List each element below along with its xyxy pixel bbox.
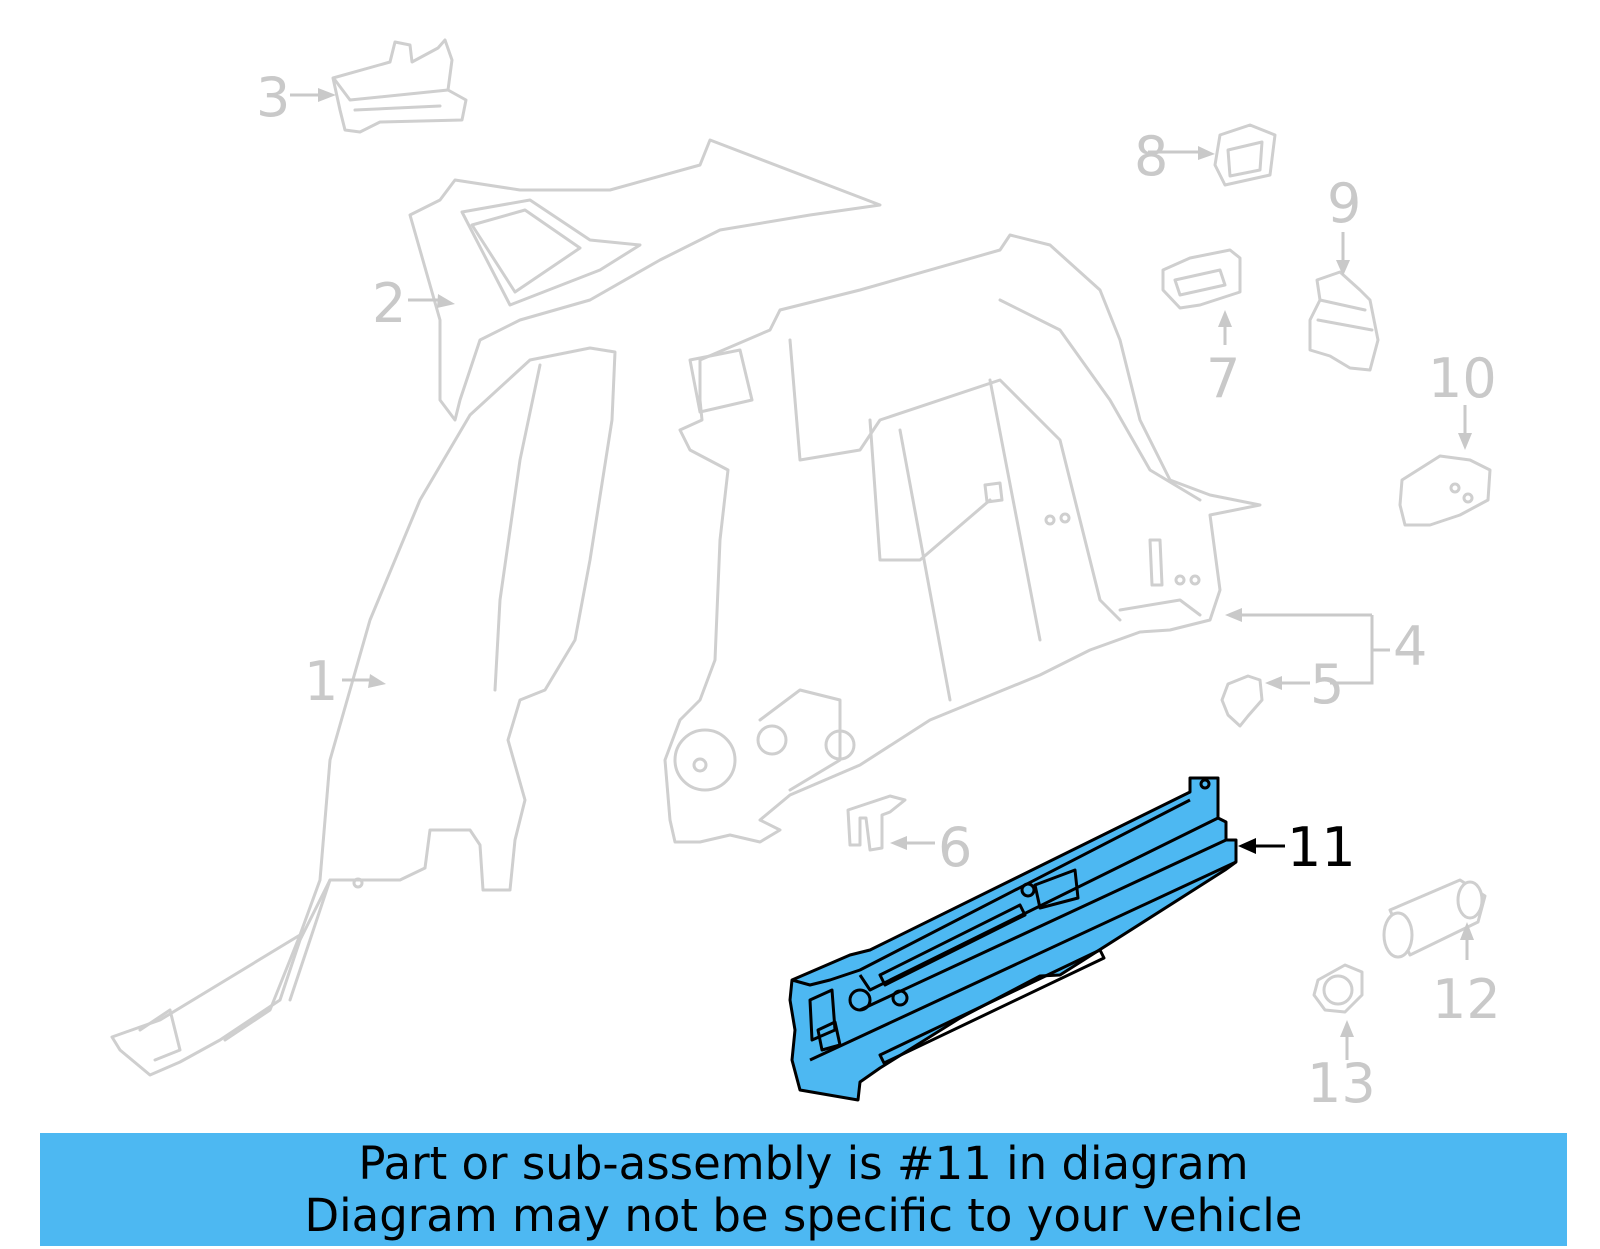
banner-line-disclaimer: Diagram may not be specific to your vehi… bbox=[304, 1188, 1303, 1242]
part-2-upper-trim bbox=[408, 138, 882, 422]
part-5-grommet bbox=[1220, 674, 1264, 728]
callout-6: 6 bbox=[938, 816, 972, 879]
part-9-bracket bbox=[1308, 270, 1380, 372]
banner-line-part-number: Part or sub-assembly is #11 in diagram bbox=[358, 1136, 1249, 1190]
part-13-plug bbox=[1312, 963, 1364, 1014]
callout-12: 12 bbox=[1432, 968, 1501, 1031]
part-8-bracket bbox=[1213, 123, 1277, 187]
part-12-bushing bbox=[1382, 878, 1487, 959]
callout-2: 2 bbox=[372, 272, 406, 335]
callout-13: 13 bbox=[1307, 1052, 1376, 1115]
callout-8: 8 bbox=[1134, 125, 1168, 188]
part-4-inner-quarter-panel bbox=[663, 233, 1262, 844]
callout-9: 9 bbox=[1327, 172, 1361, 235]
part-7-connector bbox=[1161, 248, 1242, 310]
part-3-bracket bbox=[331, 38, 468, 134]
callout-1: 1 bbox=[304, 650, 338, 713]
callout-11: 11 bbox=[1287, 816, 1356, 879]
callout-4: 4 bbox=[1393, 615, 1427, 678]
callouts: 3 2 1 8 9 7 10 4 5 6 11 12 13 bbox=[256, 66, 1501, 1115]
leaders bbox=[290, 88, 1474, 1060]
part-11-highlighted bbox=[788, 776, 1238, 1102]
info-banner: Part or sub-assembly is #11 in diagram D… bbox=[40, 1133, 1567, 1246]
callout-5: 5 bbox=[1310, 653, 1344, 716]
callout-10: 10 bbox=[1428, 347, 1497, 410]
callout-3: 3 bbox=[256, 66, 290, 129]
part-10-bracket bbox=[1398, 454, 1492, 527]
part-1-quarter-trim bbox=[110, 346, 617, 1077]
callout-7: 7 bbox=[1206, 347, 1240, 410]
part-6-clip bbox=[846, 794, 907, 852]
